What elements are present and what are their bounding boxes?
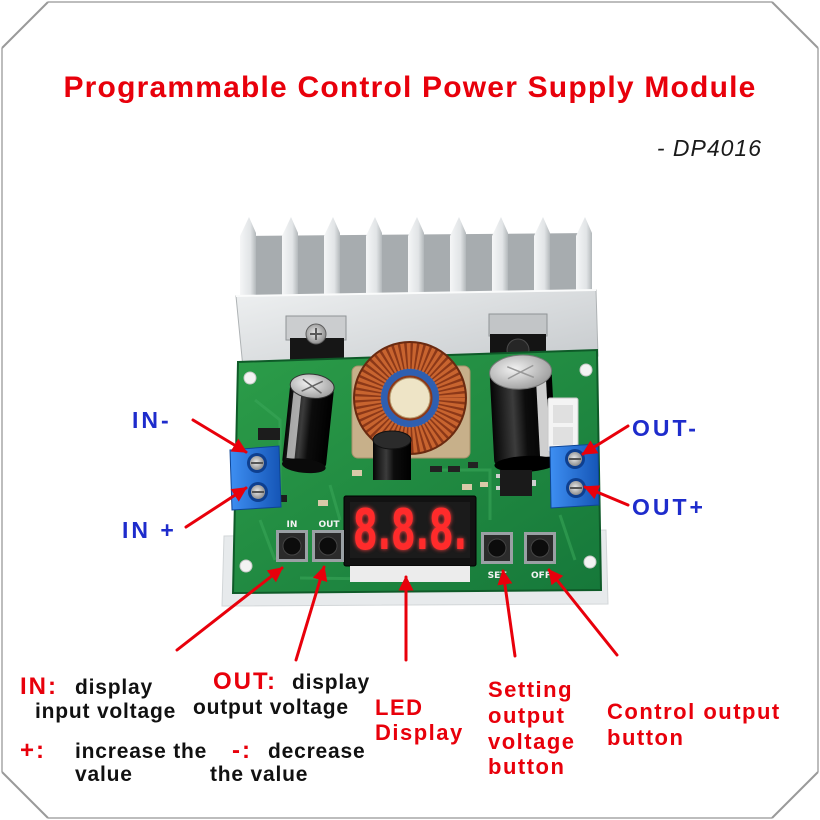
arrow-out-button [294,565,328,662]
set-label-line4: button [488,754,566,779]
label-in-minus: IN- [132,407,172,433]
minus-desc-line1: decrease [268,740,366,763]
white-connector [547,397,579,453]
out-button-key: OUT: [213,668,277,695]
output-terminal-block [549,443,600,509]
out-button-desc-line1: display [292,671,370,694]
silk-in-label: IN [287,520,298,530]
set-label-line2: output [488,703,566,728]
set-label-line3: voltage [488,729,576,754]
led-label-line1: LED [375,695,424,720]
capacitor-left [281,373,335,474]
minus-desc-line2: the value [210,763,309,786]
model-number: - DP4016 [656,135,762,161]
arrow-out-plus [583,485,630,507]
arrow-off-button [547,568,619,657]
arrow-out-minus [581,424,630,456]
led-display: 8.8.8. [343,495,477,582]
in-button [276,530,308,562]
off-label-line1: Control output [607,699,781,724]
capacitor-right [489,354,557,473]
silk-out-label: OUT [318,520,340,530]
label-out-plus: OUT+ [632,494,706,520]
arrow-in-minus [191,418,248,454]
plus-desc-line1: increase the [75,740,208,763]
out-button [312,530,344,562]
set-button [481,532,513,564]
small-inductor [372,430,412,480]
transistor-left [285,315,347,376]
label-in-plus: IN + [122,517,177,543]
arrow-set-button [497,569,517,658]
in-button-key: IN: [20,673,58,700]
silk-set-label: SET [488,571,508,581]
arrow-in-plus [184,486,248,529]
off-button [524,532,556,564]
led-label-line2: Display [375,720,464,745]
input-terminal-block [229,445,282,511]
page-title: Programmable Control Power Supply Module [63,71,757,104]
led-display-reading: 8.8.8. [353,498,467,563]
plus-desc-line2: value [75,763,133,786]
smd-components [258,428,536,506]
silk-off-label: OFF [531,571,551,581]
out-button-desc-line2: output voltage [193,696,349,719]
minus-key: -: [232,737,252,764]
in-button-desc-line2: input voltage [35,700,177,723]
plus-key: +: [20,737,47,764]
label-out-minus: OUT- [632,415,699,441]
off-label-line2: button [607,725,685,750]
in-button-desc-line1: display [75,676,153,699]
arrow-in-button [175,566,284,652]
set-label-line1: Setting [488,677,574,702]
